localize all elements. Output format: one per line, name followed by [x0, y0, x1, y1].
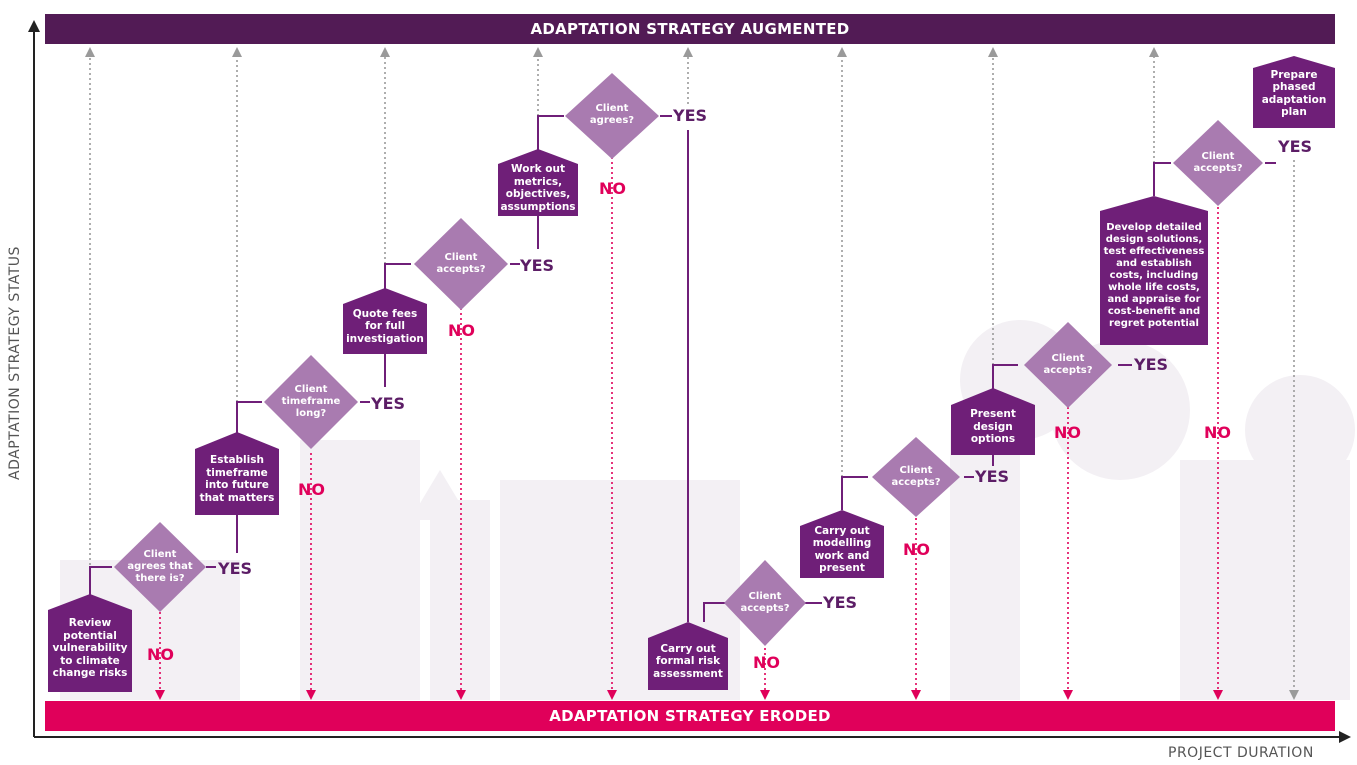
no-label: NO — [147, 645, 174, 664]
yes-label: YES — [520, 256, 555, 275]
decision-agrees-there-is: Client agrees that there is? — [127, 549, 193, 584]
yes-label: YES — [1278, 137, 1313, 156]
decision-diamonds — [114, 73, 1263, 646]
y-axis-label: ADAPTATION STRATEGY STATUS — [7, 246, 23, 480]
augment-arrows — [85, 47, 1299, 700]
action-detailed-design: Develop detailed design solutions, test … — [1103, 222, 1205, 329]
no-label: NO — [298, 480, 325, 499]
yes-label: YES — [1134, 355, 1169, 374]
augmented-label: ADAPTATION STRATEGY AUGMENTED — [530, 20, 850, 38]
x-axis-label: PROJECT DURATION — [1168, 745, 1314, 761]
top-bar — [45, 14, 1335, 44]
action-work-out-metrics: Work out metrics, objectives, assumption… — [500, 163, 576, 213]
action-establish-timeframe: Establish timeframe into future that mat… — [199, 454, 275, 504]
decision-risk-accepts: Client accepts? — [740, 591, 790, 614]
eroded-label: ADAPTATION STRATEGY ERODED — [549, 707, 831, 725]
no-label: NO — [1054, 423, 1081, 442]
bottom-bar — [45, 701, 1335, 731]
yes-label: YES — [218, 559, 253, 578]
decision-detailed-accepts: Client accepts? — [1193, 151, 1243, 174]
action-quote-fees: Quote fees for full investigation — [346, 307, 424, 345]
yes-label: YES — [673, 106, 708, 125]
yes-label: YES — [975, 467, 1010, 486]
decision-design-accepts: Client accepts? — [1043, 353, 1093, 376]
decision-quote-accepts: Client accepts? — [436, 252, 486, 275]
no-label: NO — [448, 321, 475, 340]
no-label: NO — [599, 179, 626, 198]
yes-label: YES — [823, 593, 858, 612]
no-label: NO — [753, 653, 780, 672]
decision-timeframe-long: Client timeframe long? — [281, 384, 341, 419]
decision-modelling-accepts: Client accepts? — [891, 465, 941, 488]
action-formal-risk-assessment: Carry out formal risk assessment — [653, 642, 723, 680]
no-label: NO — [903, 540, 930, 559]
action-phased-plan: Prepare phased adaptation plan — [1261, 68, 1327, 119]
erode-arrows — [155, 157, 1223, 700]
action-modelling-work: Carry out modelling work and present — [812, 524, 872, 575]
action-review-vulnerability: Review potential vulnerability to climat… — [52, 617, 128, 680]
yes-label: YES — [371, 394, 406, 413]
no-label: NO — [1204, 423, 1231, 442]
decision-client-agrees: Client agrees? — [589, 103, 635, 126]
action-boxes — [48, 56, 1335, 692]
action-present-design-options: Present design options — [970, 408, 1016, 446]
